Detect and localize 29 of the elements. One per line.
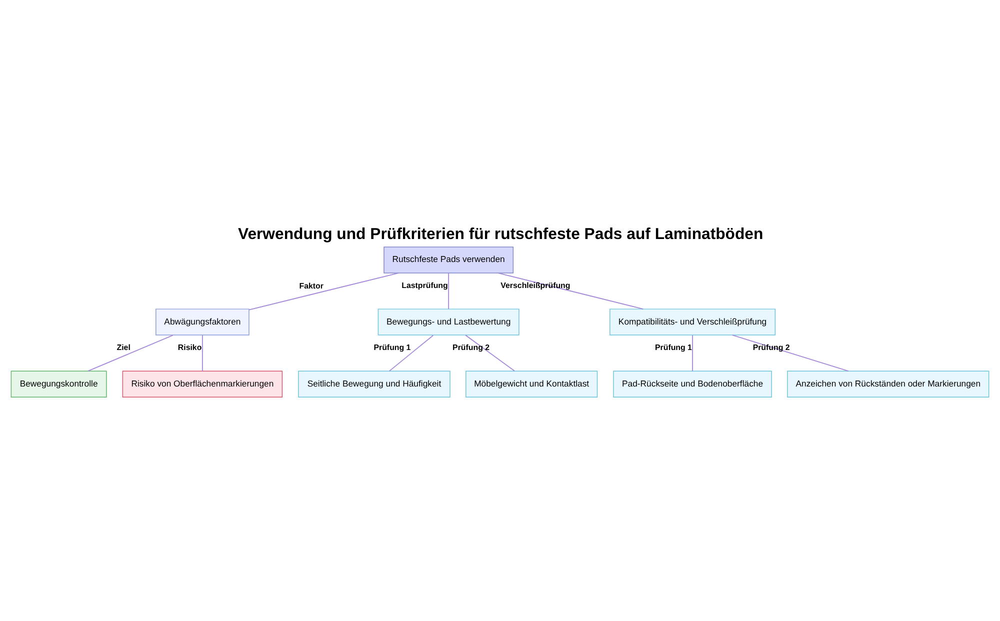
node-box: Pad-Rückseite und Bodenoberfläche: [613, 370, 772, 398]
edge-label: Prüfung 2: [752, 343, 790, 352]
connector: [448, 272, 450, 310]
edge-label: Lastprüfung: [402, 281, 448, 290]
node-box: Anzeichen von Rückständen oder Markierungen: [787, 370, 990, 398]
connector: [692, 334, 693, 372]
connector: [248, 272, 399, 310]
edge-label: Faktor: [299, 281, 324, 290]
connector: [465, 334, 516, 372]
edge-label: Prüfung 2: [452, 343, 490, 352]
connector: [87, 334, 174, 372]
connector: [732, 334, 849, 372]
edge-label: Prüfung 1: [655, 343, 692, 352]
node-box: Risiko von Oberflächenmarkierungen: [122, 370, 283, 398]
node-box: Abwägungsfaktoren: [156, 308, 250, 336]
diagram-title: Verwendung und Prüfkriterien für rutschfeste Pads auf Laminatböden: [238, 226, 764, 243]
connector: [498, 272, 644, 310]
node-box: Bewegungs- und Lastbewertung: [378, 308, 520, 336]
edge-label: Prüfung 1: [374, 343, 411, 352]
edge-label: Risiko: [178, 343, 202, 352]
connector: [388, 334, 434, 372]
connector: [202, 334, 203, 372]
node-box: Rutschfeste Pads verwenden: [384, 246, 514, 274]
node-box: Bewegungskontrolle: [10, 370, 107, 398]
node-box: Kompatibilitäts- und Verschleißprüfung: [610, 308, 776, 336]
node-box: Möbelgewicht und Kontaktlast: [466, 370, 598, 398]
edge-label: Verschleißprüfung: [500, 281, 570, 290]
edge-label: Ziel: [116, 343, 130, 352]
node-box: Seitliche Bewegung und Häufigkeit: [298, 370, 450, 398]
